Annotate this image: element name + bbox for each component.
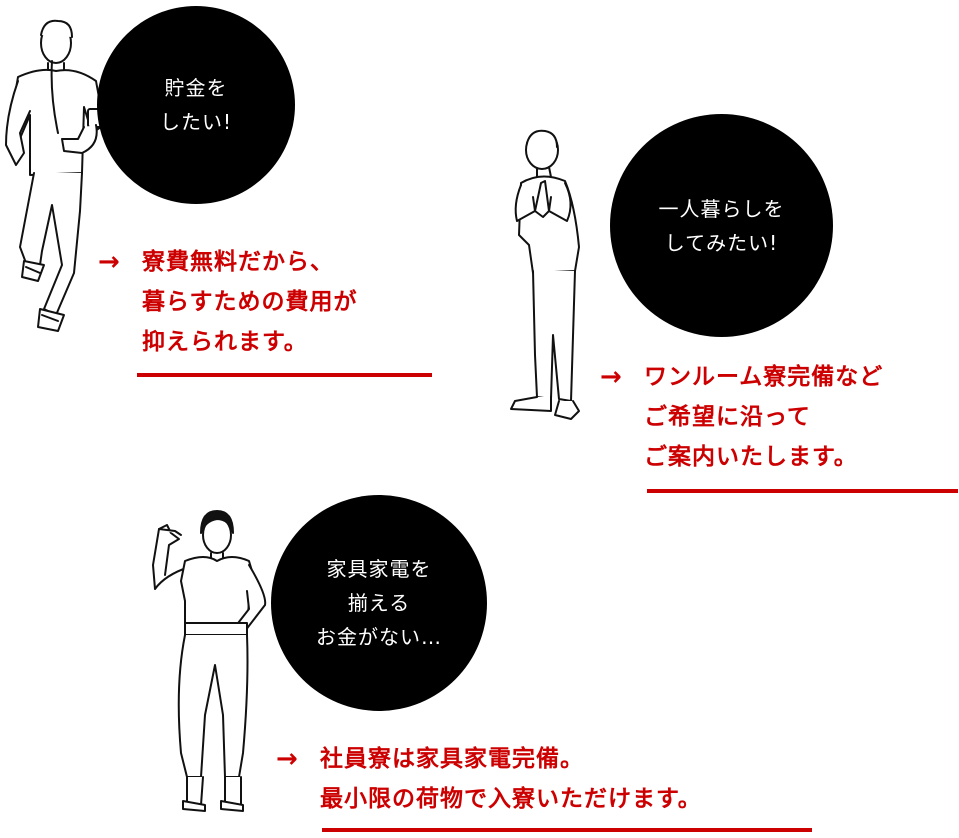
callout-line: 社員寮は家具家電完備。 <box>320 746 584 772</box>
arrow-right-icon: → <box>276 744 299 774</box>
speech-bubble-living-alone: 一人暮らしを してみたい! <box>610 114 833 337</box>
arrow-right-icon: → <box>98 247 121 277</box>
arrow-right-icon: → <box>600 362 623 392</box>
callout-underline <box>322 828 812 832</box>
running-man-illustration <box>0 15 115 335</box>
pointing-woman-illustration <box>145 505 270 823</box>
bubble-line: 揃える <box>347 591 411 615</box>
bubble-line: 貯金を <box>164 76 228 100</box>
callout-living-alone: → ワンルーム寮完備など ご希望に沿って ご案内いたします。 <box>600 357 883 477</box>
callout-underline <box>647 489 958 493</box>
speech-bubble-furniture: 家具家電を 揃える お金がない… <box>271 495 487 711</box>
speech-bubble-savings: 貯金を したい! <box>97 6 295 204</box>
bubble-line: したい! <box>159 110 233 134</box>
callout-furniture: → 社員寮は家具家電完備。 最小限の荷物で入寮いただけます。 <box>276 739 702 819</box>
callout-line: 抑えられます。 <box>142 329 308 355</box>
praying-man-illustration <box>505 125 595 430</box>
bubble-line: 家具家電を <box>326 557 432 581</box>
callout-line: ご希望に沿って <box>644 404 811 430</box>
callout-line: ワンルーム寮完備など <box>644 364 884 390</box>
callout-line: ご案内いたします。 <box>644 444 858 470</box>
bubble-line: お金がない… <box>316 625 442 649</box>
callout-line: 最小限の荷物で入寮いただけます。 <box>320 786 702 812</box>
callout-savings: → 寮費無料だから、 暮らすための費用が 抑えられます。 <box>98 242 358 362</box>
callout-line: 暮らすための費用が <box>142 289 358 315</box>
callout-underline <box>137 373 432 377</box>
bubble-line: してみたい! <box>664 230 779 255</box>
callout-line: 寮費無料だから、 <box>142 249 334 275</box>
bubble-line: 一人暮らしを <box>658 196 785 221</box>
